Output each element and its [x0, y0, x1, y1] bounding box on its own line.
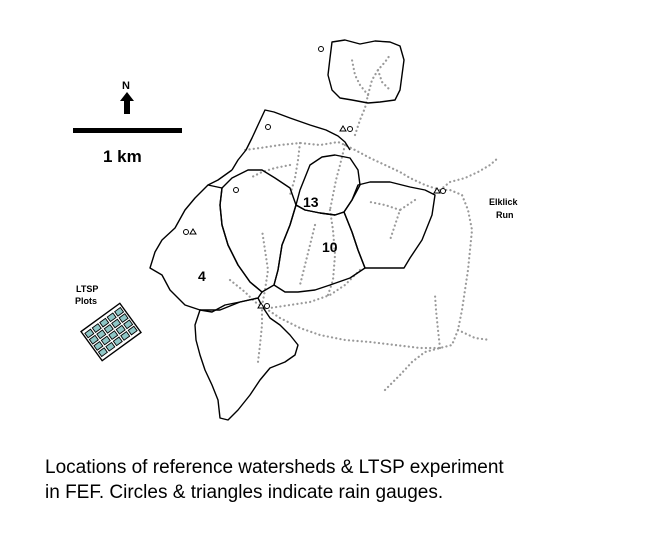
rain-gauge-circle: [265, 124, 271, 130]
rain-gauge-triangle: [433, 187, 441, 194]
north-arrow: N: [120, 80, 134, 114]
boundary-top-watershed: [327, 39, 405, 104]
ltsp-plot-cell: [84, 328, 95, 339]
rain-gauge-circle: [183, 229, 189, 235]
boundary-ws4-inner: [219, 169, 297, 293]
scale-label: 1 km: [103, 147, 142, 166]
stream-southeast: [260, 304, 442, 350]
stream-ws4-west: [228, 278, 264, 308]
ltsp-plot-cell: [108, 330, 119, 341]
stream-east-ws-b: [368, 200, 402, 212]
stream-north-branch: [248, 163, 292, 180]
stream-central-low: [260, 268, 362, 310]
stream-elklick-upper: [438, 156, 500, 192]
stream-lower-branch: [433, 293, 442, 350]
stream-main: [383, 188, 474, 392]
stream-east-ws: [388, 198, 417, 242]
rain-gauge-circle: [233, 187, 239, 193]
stream-south: [256, 304, 264, 364]
stream-top-branch: [350, 58, 370, 97]
north-label: N: [122, 80, 130, 92]
rain-gauge-circle: [264, 303, 270, 309]
stream-trunk: [243, 140, 442, 192]
elklick-run-label-line1: Elklick: [489, 197, 519, 207]
scale-bar: 1 km: [73, 128, 182, 166]
watershed-4-label: 4: [198, 268, 206, 284]
rain-gauge-triangle: [257, 302, 265, 309]
ltsp-plot-cell: [96, 329, 107, 340]
stream-top-watershed: [353, 53, 392, 137]
rain-gauge-circle: [318, 46, 324, 52]
rain-gauge-triangle: [339, 125, 347, 132]
ltsp-plot-cell: [120, 331, 131, 341]
boundary-ws4: [149, 184, 263, 311]
ltsp-plot-cells: [84, 306, 138, 358]
stream-ws10: [326, 208, 337, 297]
north-arrow-icon: [120, 92, 134, 114]
rain-gauges: [183, 46, 446, 309]
boundary-north-outline-2: [207, 169, 233, 186]
elklick-run-label-line2: Run: [496, 210, 514, 220]
stream-top-branch-2: [376, 68, 392, 92]
figure-caption: Locations of reference watersheds & LTSP…: [45, 455, 665, 505]
ltsp-label-line1: LTSP: [76, 284, 98, 294]
ltsp-plot-cell: [118, 313, 129, 323]
scale-bar-line: [73, 128, 182, 133]
rain-gauge-circle: [440, 188, 446, 194]
boundary-south: [194, 297, 299, 421]
ltsp-plot-cell: [106, 312, 117, 323]
ltsp-plot-cell: [93, 341, 104, 351]
ltsp-plot-cell: [99, 317, 110, 328]
boundary-north-outline: [231, 109, 351, 171]
watershed-map: N 1 km: [73, 39, 519, 421]
rain-gauge-circle: [347, 126, 353, 132]
caption-line-1: Locations of reference watersheds & LTSP…: [45, 457, 504, 478]
ltsp-plot-cell: [103, 323, 114, 334]
boundary-east-ws: [343, 181, 436, 269]
ltsp-plot-cell: [112, 336, 123, 347]
stream-ws13-b: [288, 141, 302, 197]
ltsp-plot-cell: [97, 347, 108, 358]
ltsp-label-line2: Plots: [75, 296, 97, 306]
stream-ws13-a: [328, 143, 347, 212]
stream-east-branch: [456, 328, 492, 342]
rain-gauge-triangle: [189, 228, 197, 235]
watershed-10-label: 10: [322, 239, 338, 255]
caption-line-2: in FEF. Circles & triangles indicate rai…: [45, 482, 444, 503]
ltsp-plot-cell: [100, 335, 111, 346]
streams: [228, 53, 500, 392]
ltsp-plots-grid: [80, 302, 142, 362]
watershed-13-label: 13: [303, 194, 319, 210]
ltsp-plot-cell: [123, 319, 134, 330]
ltsp-plot-cell: [91, 323, 102, 333]
ltsp-plot-cell: [105, 341, 116, 352]
stream-ws4: [260, 228, 270, 308]
watershed-boundaries: [149, 39, 436, 421]
ltsp-plot-cell: [111, 318, 122, 329]
ltsp-plot-cell: [88, 334, 99, 345]
ltsp-plot-cell: [127, 325, 138, 336]
ltsp-plot-cell: [114, 306, 125, 317]
ltsp-plot-cell: [115, 324, 126, 335]
stream-ws10-b: [298, 223, 317, 287]
